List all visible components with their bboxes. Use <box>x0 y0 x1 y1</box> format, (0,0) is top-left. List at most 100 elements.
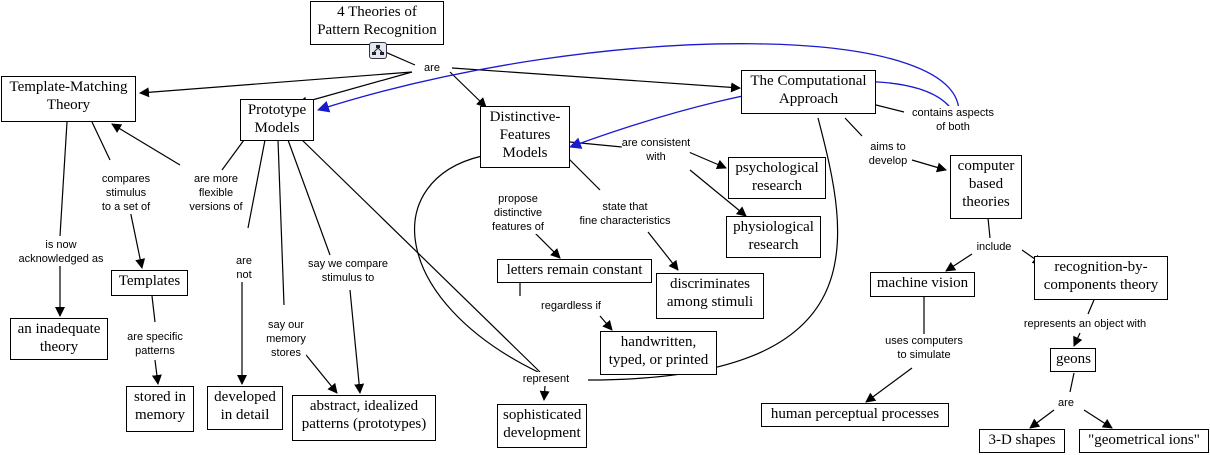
concept-sophisticated[interactable]: sophisticated development <box>497 404 587 448</box>
link-aims[interactable]: aims to develop <box>868 140 908 168</box>
label: Template-Matching Theory <box>9 79 128 113</box>
line-compares-templates <box>129 209 146 269</box>
label: an inadequate theory <box>17 321 101 355</box>
concept-geometrical-ions[interactable]: "geometrical ions" <box>1079 429 1209 453</box>
label: developed in detail <box>214 389 276 423</box>
link-specific-patterns[interactable]: are specific patterns <box>127 330 183 358</box>
line-geons-are <box>1069 372 1075 393</box>
line-rbc-represents <box>1087 299 1095 315</box>
line-dist-state <box>567 157 601 191</box>
line-proto-arenot <box>247 139 266 229</box>
line-comp-aims <box>844 117 863 137</box>
concept-root[interactable]: 4 Theories of Pattern Recognition <box>310 1 444 45</box>
line-flexible-tm <box>111 123 181 166</box>
line-compare-abstract <box>349 289 365 394</box>
concept-developed[interactable]: developed in detail <box>207 386 283 430</box>
concept-human-processes[interactable]: human perceptual processes <box>761 403 949 427</box>
concept-machine-vision[interactable]: machine vision <box>870 272 975 297</box>
link-represent[interactable]: represent <box>522 372 570 386</box>
line-templates-specific <box>151 295 156 323</box>
line-are-computational <box>451 67 741 93</box>
concept-handwritten[interactable]: handwritten, typed, or printed <box>600 331 717 375</box>
label: Prototype Models <box>247 102 307 136</box>
link-compare-stimulus[interactable]: say we compare stimulus to <box>307 257 389 285</box>
line-proto-represent <box>299 137 541 373</box>
label: stored in memory <box>133 389 187 423</box>
concept-computer-based[interactable]: computer based theories <box>950 155 1022 219</box>
line-aims-computer <box>911 159 947 173</box>
line-are-distinctive <box>449 71 487 108</box>
concept-prototype-models[interactable]: Prototype Models <box>240 99 314 141</box>
link-include[interactable]: include <box>976 240 1012 254</box>
line-computer-include <box>987 217 991 239</box>
line-proto-memory <box>277 139 285 306</box>
link-now-acknowledged[interactable]: is now acknowledged as <box>18 238 104 266</box>
concept-map-resource-icon[interactable] <box>369 42 387 59</box>
label: physiological research <box>733 219 814 253</box>
line-are-shapes <box>1029 409 1055 429</box>
concept-computational[interactable]: The Computational Approach <box>741 70 876 114</box>
link-memory-stores[interactable]: say our memory stores <box>266 318 306 360</box>
label: psychological research <box>735 160 819 194</box>
line-are-geometrical <box>1083 409 1113 429</box>
label: abstract, idealized patterns (prototypes… <box>301 398 427 432</box>
label: computer based theories <box>957 158 1015 210</box>
link-uses-computers[interactable]: uses computers to simulate <box>885 334 963 362</box>
label: human perceptual processes <box>770 406 940 422</box>
label: handwritten, typed, or printed <box>608 334 709 368</box>
line-comp-contains <box>871 103 905 113</box>
line-proto-compare <box>287 139 331 256</box>
label: letters remain constant <box>506 262 643 278</box>
line-include-machine <box>945 253 973 272</box>
line-dist-represent <box>414 155 539 373</box>
concept-rbc[interactable]: recognition-by- components theory <box>1034 256 1168 300</box>
concept-templates[interactable]: Templates <box>111 270 188 296</box>
link-are-not[interactable]: are not <box>236 254 252 282</box>
label: are <box>424 62 440 74</box>
label: geons <box>1056 351 1091 367</box>
concept-root-label: 4 Theories of Pattern Recognition <box>317 4 437 38</box>
line-specific-stored <box>151 359 162 385</box>
crosslink-contains-prototype <box>317 43 960 121</box>
concept-3d-shapes[interactable]: 3-D shapes <box>979 429 1065 453</box>
concept-inadequate[interactable]: an inadequate theory <box>10 318 108 360</box>
link-propose[interactable]: propose distinctive features of <box>492 192 544 234</box>
line-consistent-physio <box>689 169 747 217</box>
line-regardless-handwritten <box>599 315 613 331</box>
concept-physiological[interactable]: physiological research <box>726 216 821 258</box>
link-geons-are[interactable]: are <box>1058 396 1074 410</box>
concept-psychological[interactable]: psychological research <box>728 157 826 199</box>
line-are-template <box>139 71 413 98</box>
concept-geons[interactable]: geons <box>1050 348 1096 372</box>
line-represent-sophisticated <box>539 385 550 401</box>
label: recognition-by- components theory <box>1043 259 1159 293</box>
link-compares[interactable]: compares stimulus to a set of <box>101 172 151 214</box>
link-regardless[interactable]: regardless if <box>541 299 601 313</box>
link-more-flexible[interactable]: are more flexible versions of <box>189 172 243 214</box>
concept-template-matching[interactable]: Template-Matching Theory <box>1 76 136 122</box>
concept-distinctive-features[interactable]: Distinctive- Features Models <box>480 106 570 168</box>
line-tm-ack <box>59 121 68 237</box>
link-represents-object[interactable]: represents an object with <box>1023 317 1147 331</box>
concept-discriminates[interactable]: discriminates among stimuli <box>656 273 764 319</box>
line-consistent-psych <box>683 149 727 170</box>
label: "geometrical ions" <box>1088 432 1200 448</box>
concept-abstract[interactable]: abstract, idealized patterns (prototypes… <box>292 395 436 441</box>
concept-letters[interactable]: letters remain constant <box>497 259 652 283</box>
line-represents-geons <box>1073 332 1083 347</box>
label: 3-D shapes <box>988 432 1056 448</box>
concept-stored-memory[interactable]: stored in memory <box>126 386 194 432</box>
link-are[interactable]: are <box>424 61 440 75</box>
label: Distinctive- Features Models <box>489 109 561 161</box>
line-state-discriminates <box>647 231 679 271</box>
link-contains-aspects[interactable]: contains aspects of both <box>912 106 994 134</box>
line-are-prototype <box>297 71 413 107</box>
link-consistent[interactable]: are consistent with <box>621 136 691 164</box>
label: sophisticated development <box>503 407 582 441</box>
label: machine vision <box>876 275 969 291</box>
link-state-that[interactable]: state that fine characteristics <box>579 200 671 228</box>
line-tm-compares <box>91 121 111 161</box>
label: The Computational Approach <box>750 73 867 107</box>
